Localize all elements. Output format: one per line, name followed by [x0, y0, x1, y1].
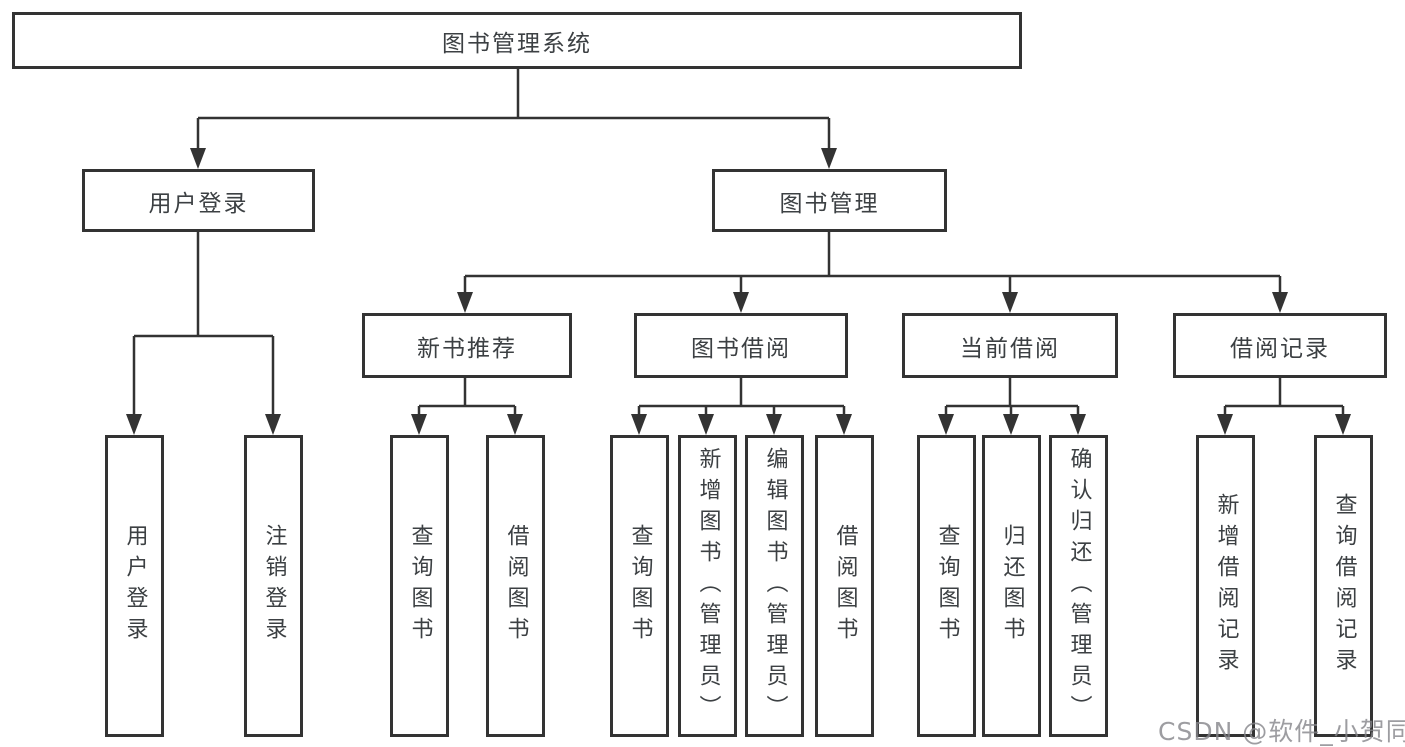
- leaf-query-borrow-record: 查询借阅记录: [1314, 435, 1373, 737]
- leaf-confirm-return-admin: 确认归还（管理员）: [1049, 435, 1108, 737]
- leaf-return-books-label: 归还图书: [999, 524, 1025, 648]
- node-user-login: 用户登录: [82, 169, 315, 232]
- leaf-borrow-books-borrowing: 借阅图书: [815, 435, 874, 737]
- leaf-query-borrow-record-label: 查询借阅记录: [1331, 493, 1357, 679]
- leaf-confirm-return-admin-label: 确认归还（管理员）: [1066, 446, 1092, 726]
- leaf-query-books-current: 查询图书: [917, 435, 976, 737]
- csdn-watermark: CSDN @软件_小贺同学: [1158, 717, 1405, 746]
- leaf-borrow-books-recommend: 借阅图书: [486, 435, 545, 737]
- leaf-query-books-borrowing-label: 查询图书: [627, 524, 653, 648]
- node-book-management: 图书管理: [712, 169, 947, 232]
- leaf-edit-books-admin-label: 编辑图书（管理员）: [762, 446, 788, 726]
- node-book-management-label: 图书管理: [779, 190, 880, 217]
- node-book-borrowing-label: 图书借阅: [691, 335, 791, 362]
- leaf-add-books-admin: 新增图书（管理员）: [678, 435, 737, 737]
- leaf-edit-books-admin: 编辑图书（管理员）: [745, 435, 804, 737]
- leaf-add-borrow-record: 新增借阅记录: [1196, 435, 1255, 737]
- leaf-user-login: 用户登录: [105, 435, 164, 737]
- leaf-borrow-books-borrowing-label: 借阅图书: [832, 524, 858, 648]
- connector-shafts: [132, 68, 1345, 416]
- node-user-login-label: 用户登录: [148, 190, 249, 217]
- node-borrowing-records-label: 借阅记录: [1230, 335, 1330, 362]
- leaf-add-books-admin-label: 新增图书（管理员）: [695, 446, 721, 726]
- node-new-book-recommendation: 新书推荐: [362, 313, 572, 378]
- leaf-logout-label: 注销登录: [261, 524, 287, 648]
- root-node-label: 图书管理系统: [442, 30, 592, 57]
- leaf-query-books-borrowing: 查询图书: [610, 435, 669, 737]
- leaf-add-borrow-record-label: 新增借阅记录: [1213, 493, 1239, 679]
- node-new-book-recommendation-label: 新书推荐: [417, 335, 517, 362]
- leaf-logout: 注销登录: [244, 435, 303, 737]
- leaf-return-books: 归还图书: [982, 435, 1041, 737]
- leaf-borrow-books-recommend-label: 借阅图书: [503, 524, 529, 648]
- node-current-borrowing-label: 当前借阅: [960, 335, 1060, 362]
- leaf-query-books-current-label: 查询图书: [934, 524, 960, 648]
- root-node-library-management-system: 图书管理系统: [12, 12, 1022, 69]
- node-book-borrowing: 图书借阅: [634, 313, 848, 378]
- node-current-borrowing: 当前借阅: [902, 313, 1118, 378]
- leaf-query-books-recommend-label: 查询图书: [407, 524, 433, 648]
- leaf-user-login-label: 用户登录: [122, 524, 148, 648]
- leaf-query-books-recommend: 查询图书: [390, 435, 449, 737]
- node-borrowing-records: 借阅记录: [1173, 313, 1387, 378]
